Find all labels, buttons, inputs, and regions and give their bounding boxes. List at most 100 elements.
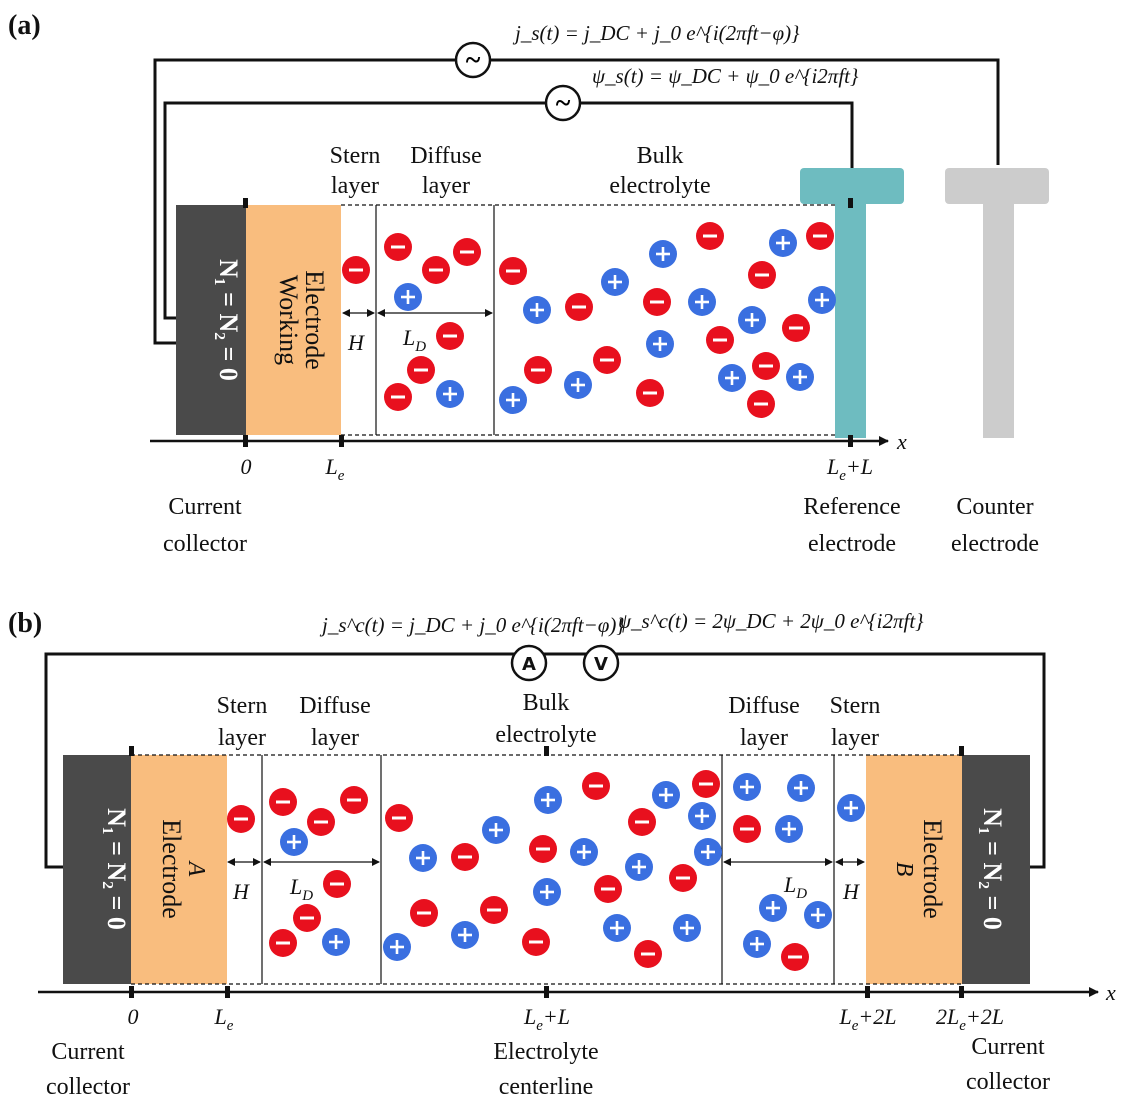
- left-diffuse-label-1: Diffuse: [299, 693, 371, 719]
- reference-electrode-stem: [835, 204, 866, 438]
- current-collector-block: [176, 205, 246, 435]
- cation-icon: [451, 921, 479, 949]
- counter-electrode-label-2: electrode: [951, 531, 1039, 557]
- anion-icon: [422, 256, 450, 284]
- cation-icon: [564, 371, 592, 399]
- centerline-label-2: centerline: [499, 1074, 594, 1100]
- cation-icon: [409, 844, 437, 872]
- voltmeter-icon: [582, 644, 620, 682]
- cation-icon: [534, 786, 562, 814]
- counter-electrode: [945, 168, 1049, 438]
- tick-le-2l: [865, 986, 870, 998]
- anion-icon: [227, 805, 255, 833]
- stern-layer-label-2: layer: [331, 173, 379, 199]
- anion-icon: [643, 288, 671, 316]
- tick-top-end: [848, 198, 853, 208]
- working-electrode-label-1: Working: [274, 275, 303, 365]
- debye-length-label: LD: [402, 325, 426, 355]
- cation-icon: [322, 928, 350, 956]
- panel-a: (a) ~ ~ j_s(t) = j_DC + j_0 e^{i(2πft−φ)…: [8, 10, 1049, 557]
- bulk-electrolyte-label-1: Bulk: [637, 143, 684, 169]
- anion-icon: [748, 261, 776, 289]
- reference-electrode: [800, 168, 904, 438]
- anion-icon: [453, 238, 481, 266]
- cation-icon: [759, 894, 787, 922]
- anion-icon: [594, 875, 622, 903]
- cation-icon: [787, 774, 815, 802]
- reference-electrode-label-2: electrode: [808, 531, 896, 557]
- bulk-electrolyte-label-2: electrolyte: [609, 173, 710, 199]
- tick-top-0: [243, 198, 248, 208]
- stern-layer-label-1: Stern: [330, 143, 381, 169]
- anion-icon: [410, 899, 438, 927]
- current-source: ~: [454, 41, 492, 79]
- cation-icon: [533, 878, 561, 906]
- anion-icon: [747, 390, 775, 418]
- bulk-electrolyte-label-2: electrolyte: [495, 722, 596, 748]
- x-axis-label: x: [1105, 980, 1116, 1005]
- anion-icon: [385, 804, 413, 832]
- electrode-b: [866, 755, 962, 984]
- working-electrode: [246, 205, 341, 435]
- tick-2le-2l: [959, 986, 964, 998]
- centerline-label-1: Electrolyte: [493, 1039, 598, 1065]
- anion-icon: [340, 786, 368, 814]
- tick-label-0: 0: [241, 454, 252, 479]
- left-stern-label-2: layer: [218, 725, 266, 751]
- cation-icon: [601, 268, 629, 296]
- tick-label-le-l: Le+L: [523, 1004, 570, 1034]
- electrode-a-label-2: A: [183, 860, 209, 877]
- right-diffuse-label-2: layer: [740, 725, 788, 751]
- anion-icon: [628, 808, 656, 836]
- ions-panel-a: [342, 222, 836, 418]
- anion-icon: [384, 233, 412, 261]
- cation-icon: [383, 933, 411, 961]
- electrode-a-label-1: Electrode: [157, 819, 186, 919]
- anion-icon: [524, 356, 552, 384]
- anion-icon: [451, 843, 479, 871]
- tick-label-le-l: Le+L: [826, 454, 873, 484]
- cation-icon: [694, 838, 722, 866]
- cation-icon: [625, 853, 653, 881]
- current-equation: j_s^c(t) = j_DC + j_0 e^{i(2πft−φ)}: [319, 613, 625, 637]
- tick-top-center: [544, 746, 549, 756]
- potential-source: ~: [544, 84, 582, 122]
- anion-icon: [323, 870, 351, 898]
- right-collector-boundary-label: N₁ = N₂ = 0: [978, 808, 1007, 930]
- anion-icon: [733, 815, 761, 843]
- cation-icon: [808, 286, 836, 314]
- cation-icon: [570, 838, 598, 866]
- current-collector-label-2: collector: [163, 531, 247, 557]
- cation-icon: [743, 930, 771, 958]
- cation-icon: [652, 781, 680, 809]
- potential-equation: ψ_s(t) = ψ_DC + ψ_0 e^{i2πft}: [592, 64, 859, 88]
- right-current-collector-block: [962, 755, 1030, 984]
- anion-icon: [669, 864, 697, 892]
- cation-icon: [673, 914, 701, 942]
- ac-source-symbol: ~: [466, 45, 481, 76]
- left-stern-label-1: Stern: [217, 693, 268, 719]
- x-axis-label: x: [896, 429, 907, 454]
- tick-label-le: Le: [214, 1004, 234, 1034]
- tick-label-2le-2l: 2Le+2L: [936, 1004, 1004, 1034]
- cation-icon: [733, 773, 761, 801]
- tick-le: [225, 986, 230, 998]
- cation-icon: [769, 229, 797, 257]
- panel-b-label: (b): [8, 608, 42, 639]
- right-stern-label-2: layer: [831, 725, 879, 751]
- counter-electrode-stem: [983, 204, 1014, 438]
- left-stern-thickness-label: H: [232, 879, 250, 904]
- ions-panel-b: [227, 770, 865, 971]
- anion-icon: [269, 929, 297, 957]
- anion-icon: [634, 940, 662, 968]
- tick-top-0: [129, 746, 134, 756]
- anion-icon: [407, 356, 435, 384]
- anion-icon: [342, 256, 370, 284]
- anion-icon: [692, 770, 720, 798]
- anion-icon: [582, 772, 610, 800]
- cation-icon: [499, 386, 527, 414]
- panel-a-label: (a): [8, 10, 41, 41]
- cation-icon: [646, 330, 674, 358]
- left-diffuse-label-2: layer: [311, 725, 359, 751]
